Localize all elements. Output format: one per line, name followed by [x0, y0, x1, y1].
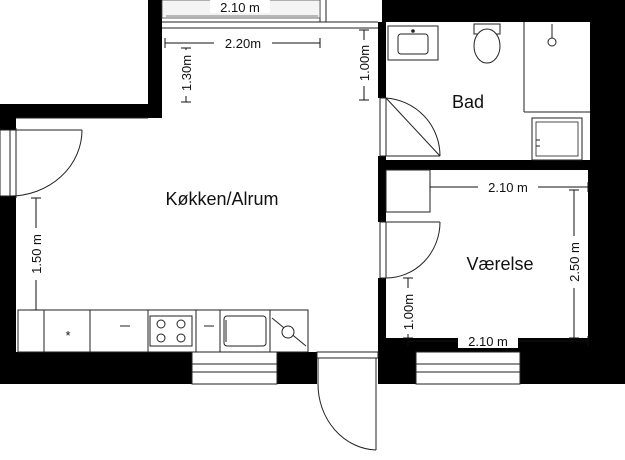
bath-wall-dimension: 1.00m	[357, 45, 372, 81]
kitchen-left-door	[0, 129, 83, 197]
bedroom-width-top-dimension: 2.10 m	[488, 180, 528, 195]
stove-icon	[149, 315, 193, 347]
inner-lines	[15, 0, 378, 198]
top-cut-dimension: 2.10 m	[220, 0, 260, 15]
room-labels: Køkken/Alrum Bad Værelse	[165, 92, 533, 274]
shower-icon	[523, 22, 590, 113]
hall-width-dimension: 2.20m	[225, 36, 261, 51]
washing-machine-icon	[531, 117, 583, 161]
entrance-door	[316, 351, 379, 451]
dimension-lines: 2.20m 1.30m 1.00m 1.50 m 2.10 m 2.50 m	[28, 29, 589, 349]
bath-door	[379, 97, 441, 157]
tap-icon	[271, 317, 307, 347]
kitchen-window	[191, 351, 278, 385]
bedroom-door	[379, 221, 441, 279]
toilet-icon	[473, 23, 501, 64]
hall-depth-dimension: 1.30m	[179, 55, 194, 91]
kitchen-side-dimension: 1.50 m	[29, 234, 44, 274]
bedroom-window	[415, 351, 521, 385]
windows	[191, 351, 521, 385]
bedroom-width-bottom-dimension: 2.10 m	[468, 334, 508, 349]
room-label-kitchen: Køkken/Alrum	[165, 189, 278, 209]
room-label-bath: Bad	[452, 92, 484, 112]
kitchen-sink-icon	[223, 315, 267, 347]
sink-icon	[387, 25, 439, 61]
kitchen-counter: *	[17, 309, 309, 353]
room-label-bedroom: Værelse	[466, 254, 533, 274]
bathroom-fixtures	[385, 22, 590, 213]
top-corridor: 2.10 m	[161, 0, 321, 19]
stove-marker: *	[65, 328, 70, 343]
bedroom-depth-dimension: 2.50 m	[567, 242, 582, 282]
bedroom-wall-dimension: 1.00m	[401, 294, 416, 330]
doors	[0, 97, 441, 451]
